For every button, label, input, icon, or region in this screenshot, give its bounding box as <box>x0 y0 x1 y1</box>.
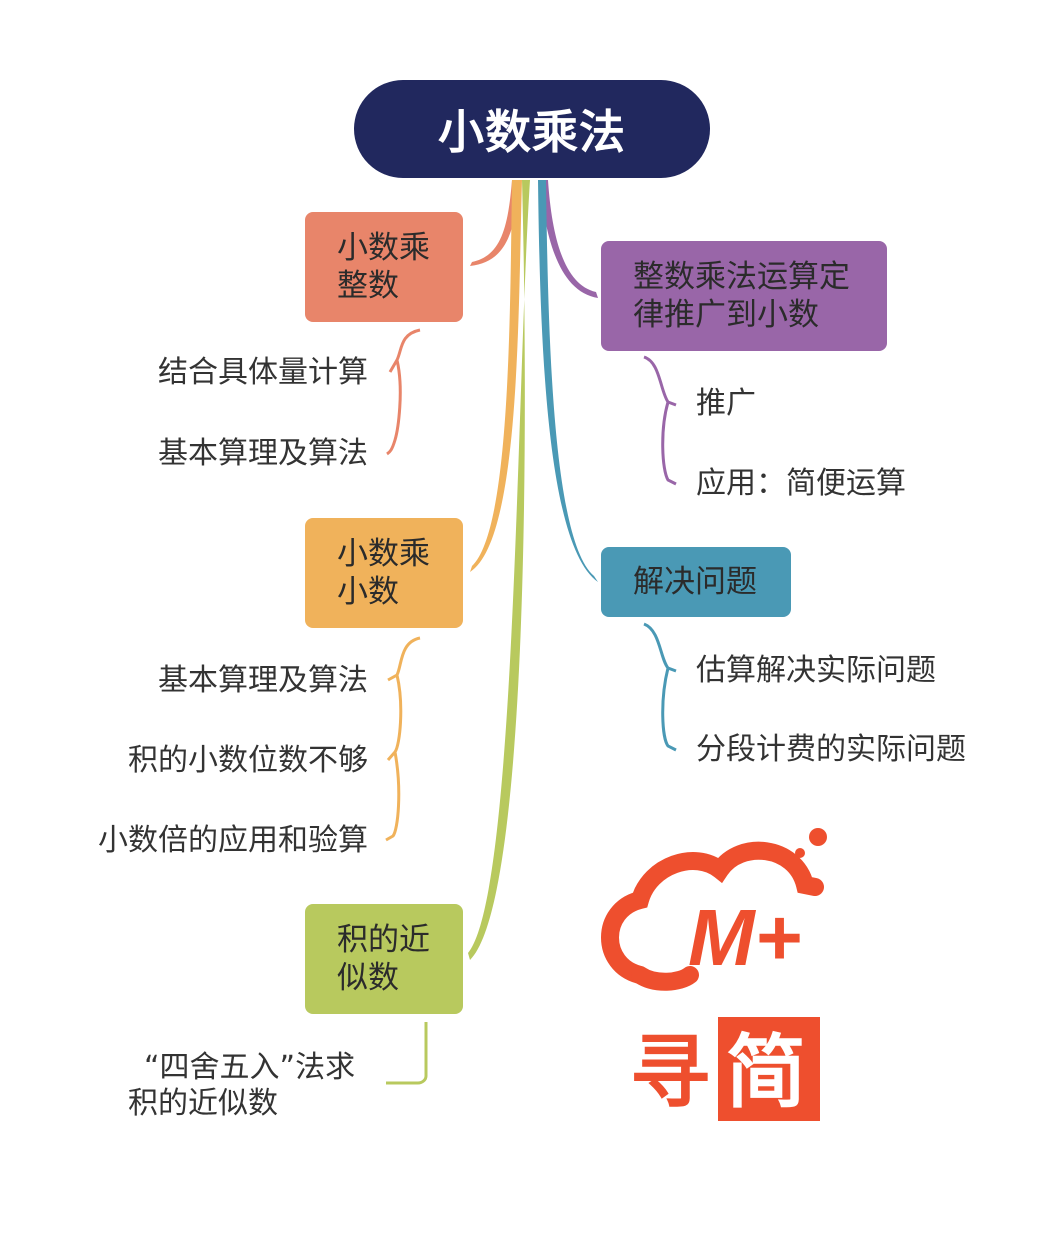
leaf-concrete-quantity: 结合具体量计算 <box>158 355 368 390</box>
branch-decimal-times-decimal: 小数乘 小数 <box>305 518 463 628</box>
root-title: 小数乘法 <box>438 105 626 159</box>
bracket-decimal-times-integer <box>386 328 421 456</box>
logo-char-box <box>718 1017 820 1121</box>
leaf-simplified-calc: 应用：简便运算 <box>696 466 906 501</box>
dot-large <box>809 828 827 846</box>
leaf-basic-principle-2: 基本算理及算法 <box>158 663 368 698</box>
branch-label-line2: 整数 <box>337 268 399 304</box>
leaf-generalize: 推广 <box>696 386 756 421</box>
leaf-rounding-method: “四舍五入”法求 积的近似数 <box>128 1050 355 1122</box>
branch-label-line1: 小数乘 <box>337 536 430 572</box>
logo-char-xun: 寻 <box>630 1026 710 1119</box>
branch-label-line2: 律推广到小数 <box>633 297 819 333</box>
branch-approx-product: 积的近 似数 <box>305 904 463 1014</box>
branch-label-line2: 小数 <box>337 574 399 610</box>
cloud-icon <box>601 841 824 984</box>
leaf-multiple-application: 小数倍的应用和验算 <box>98 823 368 858</box>
bracket-decimal-times-decimal <box>385 636 421 842</box>
ribbon-to-problem-solving <box>538 180 598 582</box>
branch-label-line1: 整数乘法运算定 <box>633 259 850 295</box>
bracket-problem-solving <box>643 622 677 752</box>
branch-label-line2: 似数 <box>337 960 399 996</box>
leaf-basic-principle-1: 基本算理及算法 <box>158 436 368 471</box>
ribbon-to-decimal-times-decimal <box>470 180 522 572</box>
branch-decimal-times-integer: 小数乘 整数 <box>305 212 463 322</box>
logo-mark: M+ <box>688 893 801 982</box>
brand-logo: M+ 寻 简 <box>601 828 827 1121</box>
leaf-line1: “四舍五入”法求 <box>144 1050 356 1085</box>
ribbon-to-integer-laws <box>540 180 598 298</box>
branch-label-line1: 积的近 <box>337 922 430 958</box>
branch-problem-solving: 解决问题 <box>601 547 791 617</box>
leaf-estimation-problems: 估算解决实际问题 <box>696 653 936 688</box>
root-topic: 小数乘法 <box>354 80 710 178</box>
bracket-approx-product <box>386 1022 428 1085</box>
ribbon-to-approx-product <box>468 180 530 960</box>
dot-small <box>795 848 805 858</box>
logo-char-jian: 简 <box>726 1026 806 1119</box>
branch-label-line1: 小数乘 <box>337 230 430 266</box>
branch-label-line1: 解决问题 <box>633 564 757 600</box>
branch-integer-laws: 整数乘法运算定 律推广到小数 <box>601 241 887 351</box>
bracket-integer-laws <box>643 355 677 486</box>
leaf-insufficient-digits: 积的小数位数不够 <box>128 743 368 778</box>
leaf-tiered-billing-problems: 分段计费的实际问题 <box>696 732 966 767</box>
leaf-line2: 积的近似数 <box>128 1086 278 1121</box>
